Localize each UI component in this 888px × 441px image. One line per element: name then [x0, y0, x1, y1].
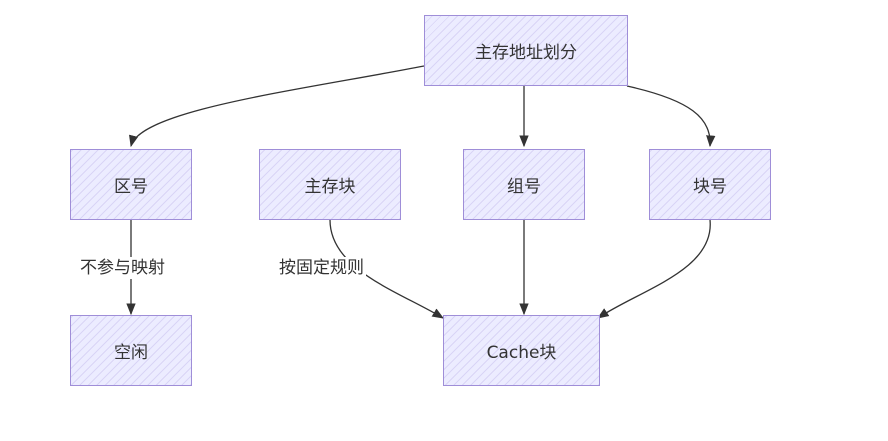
node-address-division: 主存地址划分 [424, 15, 628, 86]
edge-root-to-zone [129, 65, 425, 148]
node-block-number-label: 块号 [693, 177, 727, 197]
node-zone-number-label: 区号 [114, 177, 148, 197]
edge-label-no-mapping: 不参与映射 [78, 257, 167, 279]
node-block-number: 块号 [649, 149, 771, 220]
node-main-memory-block-label: 主存块 [304, 177, 356, 197]
node-address-division-label: 主存地址划分 [475, 43, 577, 63]
node-idle-label: 空闲 [114, 343, 148, 363]
node-idle: 空闲 [70, 315, 192, 386]
node-cache-block-label: Cache块 [486, 343, 557, 363]
edge-block-to-cache [597, 219, 711, 319]
node-group-number: 组号 [463, 149, 585, 220]
node-main-memory-block: 主存块 [259, 149, 401, 220]
edge-main-block-to-cache [329, 219, 445, 319]
edge-root-to-block [626, 85, 716, 148]
node-group-number-label: 组号 [507, 177, 541, 197]
node-zone-number: 区号 [70, 149, 192, 220]
node-cache-block: Cache块 [443, 315, 600, 386]
edge-label-fixed-rule: 按固定规则 [277, 257, 366, 279]
